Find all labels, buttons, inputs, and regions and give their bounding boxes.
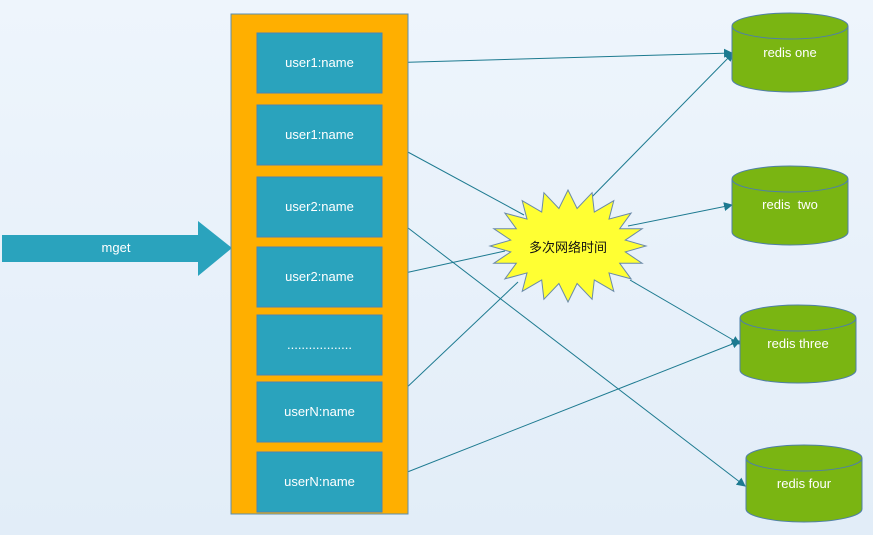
connection-line xyxy=(381,48,733,64)
starburst-shape xyxy=(488,188,648,304)
key-box: userN:name xyxy=(256,381,383,443)
key-box: .................. xyxy=(256,314,383,376)
key-label: user2:name xyxy=(285,269,354,284)
key-box: user2:name xyxy=(256,246,383,308)
server-label: redis one xyxy=(763,45,816,60)
key-label: userN:name xyxy=(284,404,355,419)
redis-server: redis one xyxy=(731,12,849,93)
redis-server: redis four xyxy=(745,444,863,523)
key-list: user1:name user1:name user2:name user2:n… xyxy=(256,32,383,513)
connection-line xyxy=(629,279,741,345)
mget-label: mget xyxy=(102,240,131,255)
mget-arrow-shape xyxy=(2,221,232,276)
key-box: user2:name xyxy=(256,176,383,238)
connection-line xyxy=(381,339,741,483)
key-box: user1:name xyxy=(256,104,383,166)
key-label: user1:name xyxy=(285,127,354,142)
connection-line xyxy=(627,202,733,227)
key-label: user1:name xyxy=(285,55,354,70)
connection-line xyxy=(585,52,734,204)
key-label: userN:name xyxy=(284,474,355,489)
callout-label: 多次网络时间 xyxy=(529,240,607,256)
key-label-ellipsis: .................. xyxy=(287,337,352,352)
redis-server: redis three xyxy=(739,304,857,384)
redis-server: redis two xyxy=(731,165,849,246)
network-time-callout: 多次网络时间 xyxy=(488,188,648,304)
key-box: user1:name xyxy=(256,32,383,94)
key-box: userN:name xyxy=(256,451,383,513)
mget-arrow: mget xyxy=(2,221,232,276)
key-label: user2:name xyxy=(285,199,354,214)
server-label: redis four xyxy=(777,476,832,491)
server-label: redis two xyxy=(762,197,818,212)
connection-line xyxy=(381,207,746,487)
server-label: redis three xyxy=(767,336,828,351)
